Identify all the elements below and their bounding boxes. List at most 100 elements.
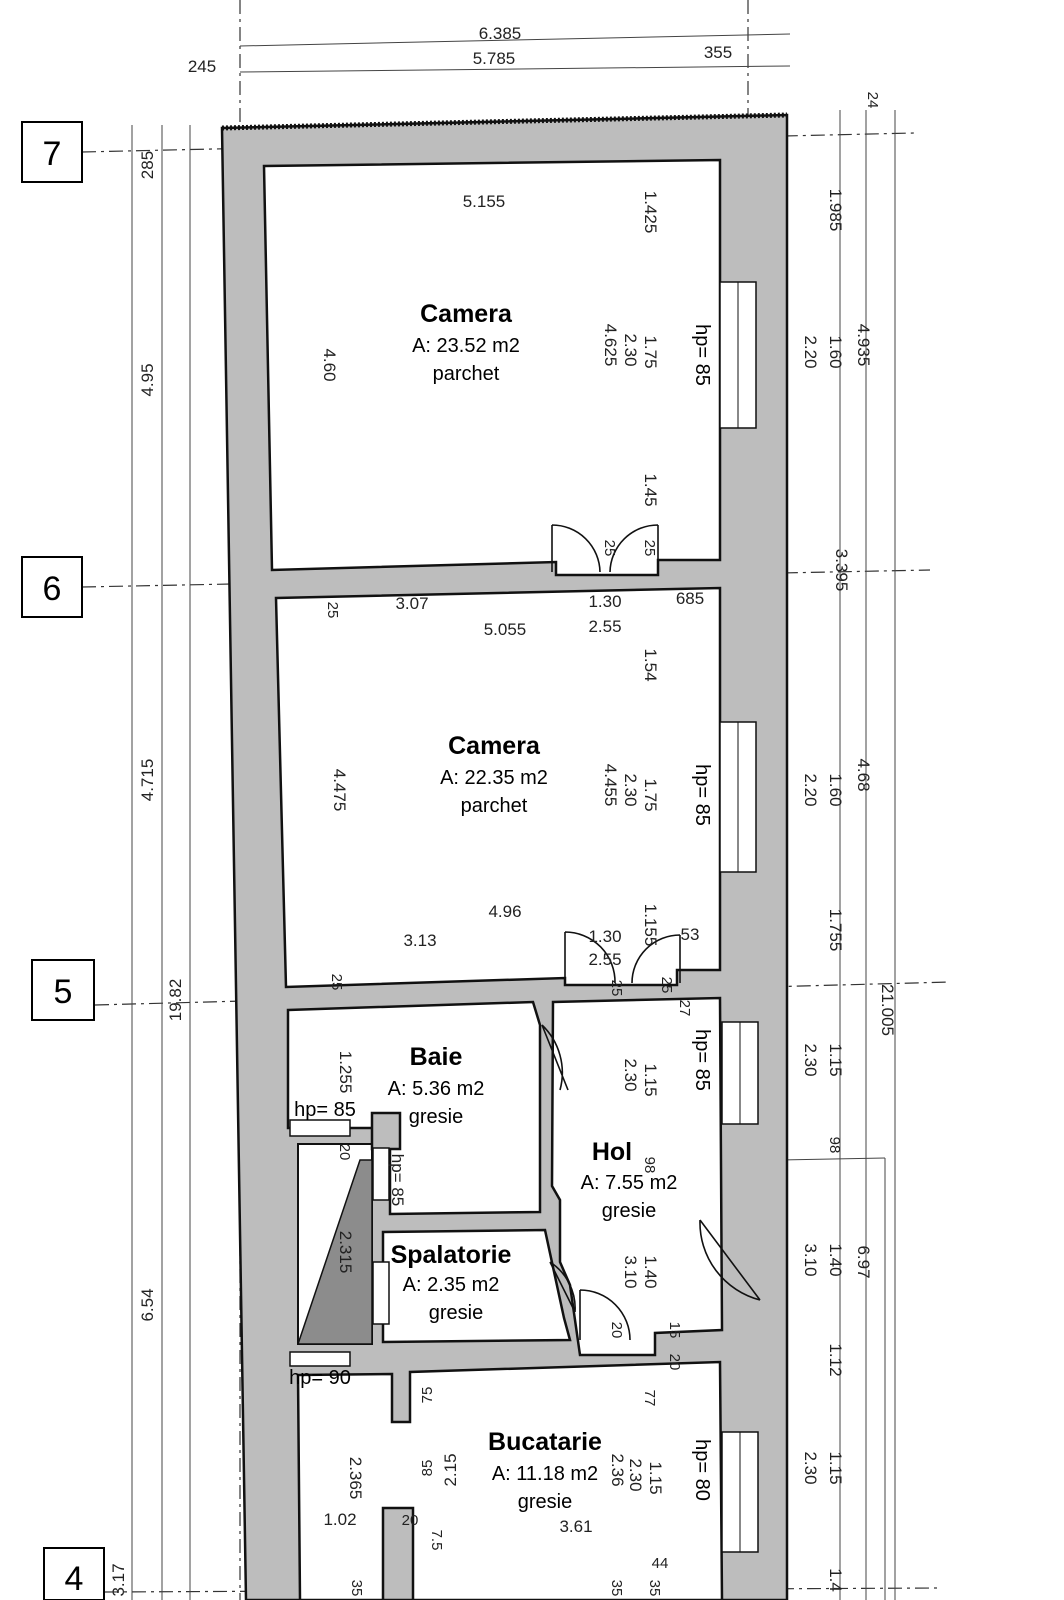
dim-right: 2.20 bbox=[801, 773, 820, 806]
dim-right: 6.97 bbox=[854, 1245, 873, 1278]
dim-kitchen: 3.61 bbox=[559, 1517, 592, 1536]
dim-r2: 25 bbox=[608, 980, 625, 997]
dim-right: 1.755 bbox=[826, 909, 845, 952]
grid-axis-4-label: 4 bbox=[65, 1560, 84, 1598]
grid-axis-6-label: 6 bbox=[43, 570, 62, 608]
column bbox=[370, 1111, 402, 1151]
room-6-area: A: 11.18 m2 bbox=[492, 1463, 598, 1485]
room-2-area: A: 22.35 m2 bbox=[440, 767, 548, 789]
dim-right: 1.60 bbox=[826, 335, 845, 368]
stair-hatch bbox=[296, 1159, 373, 1345]
window-height-label: hp= 85 bbox=[294, 1099, 356, 1121]
grid-axis-5: 5 bbox=[31, 959, 95, 1021]
dim-left: 6.54 bbox=[138, 1288, 157, 1321]
dim-kitchen: 35 bbox=[646, 1580, 663, 1597]
dim-hol: 98 bbox=[641, 1157, 658, 1174]
room-6-name: Bucatarie bbox=[488, 1428, 602, 1456]
dim-r2: 2.30 bbox=[621, 773, 640, 806]
window-height-label: hp= 85 bbox=[691, 324, 713, 386]
dim-top-inner: 5.785 bbox=[473, 49, 516, 68]
dim-kitchen: 2.365 bbox=[346, 1457, 365, 1500]
room-1-floor: parchet bbox=[433, 363, 500, 385]
room-4-name: Hol bbox=[592, 1138, 632, 1166]
dim-kitchen: 20 bbox=[402, 1512, 419, 1529]
dim-r1: 25 bbox=[601, 540, 618, 557]
dim-right: 1.40 bbox=[826, 1243, 845, 1276]
dim-hol: 20 bbox=[608, 1322, 625, 1339]
dim-kitchen: 75 bbox=[419, 1387, 436, 1404]
dim-mid: 25 bbox=[324, 602, 341, 619]
dim-right: 3.395 bbox=[832, 549, 851, 592]
dim-r1: 1.425 bbox=[641, 191, 660, 234]
dim-right: 4.935 bbox=[854, 324, 873, 367]
room-camera-2 bbox=[274, 586, 722, 989]
dim-baie: 1.255 bbox=[336, 1051, 355, 1094]
dim-kitchen: 1.15 bbox=[646, 1461, 665, 1494]
dim-right: 2.30 bbox=[801, 1043, 820, 1076]
dim-mid: 3.07 bbox=[395, 594, 428, 613]
doors bbox=[541, 524, 761, 1341]
dim-kitchen: 85 bbox=[419, 1460, 436, 1477]
dim-right: 4.68 bbox=[854, 758, 873, 791]
dim-baie: 2.315 bbox=[336, 1231, 355, 1274]
dim-r2: 53 bbox=[681, 925, 700, 944]
grid-axis-5-label: 5 bbox=[54, 973, 73, 1011]
dim-left: 3.17 bbox=[109, 1563, 128, 1596]
dim-r1: 1.45 bbox=[641, 473, 660, 506]
dim-r1-height: 4.60 bbox=[320, 348, 339, 381]
dim-hol: 3.10 bbox=[621, 1255, 640, 1288]
dim-kitchen: 35 bbox=[608, 1580, 625, 1597]
grid-axis-6: 6 bbox=[21, 556, 83, 618]
dim-left-total: 19.82 bbox=[166, 979, 185, 1022]
dim-kitchen: 2.36 bbox=[608, 1453, 627, 1486]
room-6-floor: gresie bbox=[518, 1491, 572, 1513]
dim-r2: 1.54 bbox=[641, 648, 660, 681]
dim-r1-width: 5.155 bbox=[463, 192, 506, 211]
dim-right: 1.15 bbox=[826, 1043, 845, 1076]
kitchen-partition bbox=[381, 1506, 415, 1600]
dim-r2: 25 bbox=[658, 977, 675, 994]
dim-kitchen: 1.02 bbox=[323, 1510, 356, 1529]
dim-top-overall: 6.385 bbox=[479, 24, 522, 43]
dim-right: 1.12 bbox=[826, 1343, 845, 1376]
grid-axis-7: 7 bbox=[21, 121, 83, 183]
room-3-name: Baie bbox=[410, 1043, 463, 1071]
windows bbox=[289, 281, 759, 1553]
dim-right: 24 bbox=[864, 92, 881, 109]
dim-kitchen: 77 bbox=[641, 1390, 658, 1407]
dim-top-right: 355 bbox=[704, 43, 732, 62]
dim-right: 2.30 bbox=[801, 1451, 820, 1484]
dim-baie: 20 bbox=[336, 1144, 353, 1161]
dim-hol: 2.30 bbox=[621, 1058, 640, 1091]
room-3-area: A: 5.36 m2 bbox=[388, 1078, 485, 1100]
dim-hol: 1.15 bbox=[641, 1063, 660, 1096]
dim-r2: 25 bbox=[328, 974, 345, 991]
window-height-label: hp= 85 bbox=[388, 1154, 407, 1206]
dim-right: 1.4 bbox=[826, 1568, 845, 1592]
window-height-label: hp= 85 bbox=[691, 764, 713, 826]
grid-axis-7-label: 7 bbox=[43, 135, 62, 173]
dim-r2: 27 bbox=[676, 1000, 693, 1017]
dim-r2-height: 4.475 bbox=[330, 769, 349, 812]
room-5-name: Spalatorie bbox=[391, 1241, 512, 1269]
window-height-label: hp= 80 bbox=[691, 1439, 713, 1501]
dim-left: 4.715 bbox=[138, 759, 157, 802]
dim-top-left: 245 bbox=[188, 57, 216, 76]
dim-mid: 685 bbox=[676, 589, 704, 608]
dim-r1: 2.30 bbox=[621, 333, 640, 366]
window-height-label: hp= 90 bbox=[289, 1367, 351, 1389]
room-2-name: Camera bbox=[448, 732, 541, 760]
dim-r2-width: 4.96 bbox=[488, 902, 521, 921]
dim-mid: 1.30 bbox=[588, 592, 621, 611]
room-4-floor: gresie bbox=[602, 1200, 656, 1222]
dim-r2: 2.55 bbox=[588, 950, 621, 969]
dim-r1: 1.75 bbox=[641, 335, 660, 368]
dim-right: 1.985 bbox=[826, 189, 845, 232]
dim-right: 1.60 bbox=[826, 773, 845, 806]
room-1-area: A: 23.52 m2 bbox=[412, 335, 520, 357]
dim-kitchen: 2.30 bbox=[626, 1458, 645, 1491]
dim-r2: 1.30 bbox=[588, 927, 621, 946]
dim-r1: 25 bbox=[641, 540, 658, 557]
room-hol bbox=[550, 996, 724, 1357]
